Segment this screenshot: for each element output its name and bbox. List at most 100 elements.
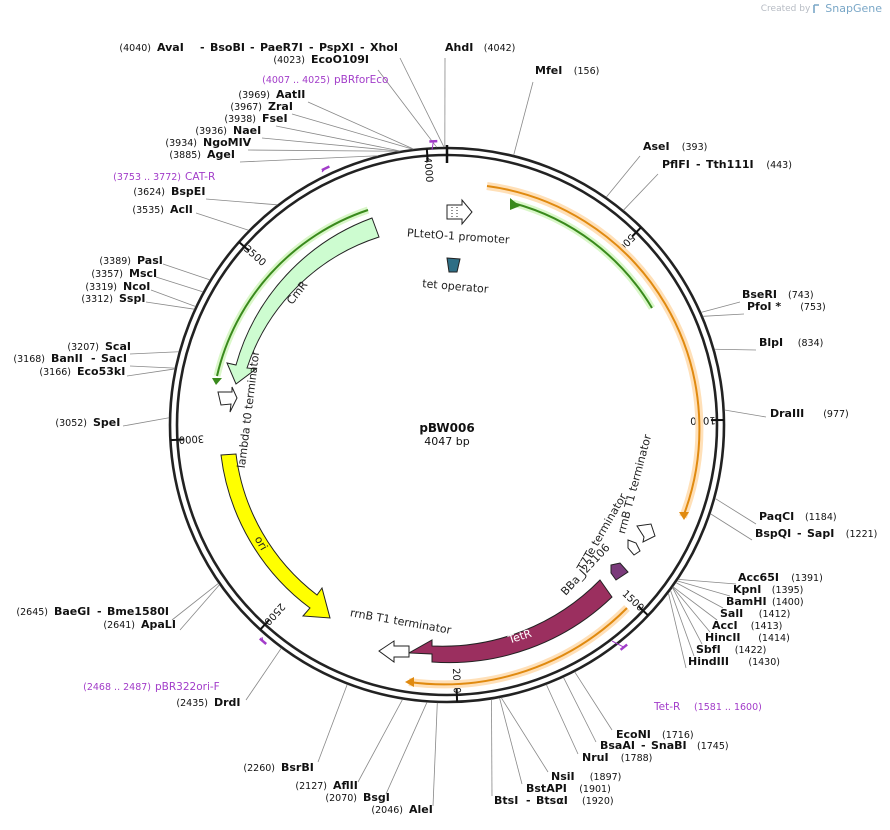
- site-leader-line: [245, 647, 282, 701]
- site-leader-line: [179, 584, 220, 631]
- site-leader-line: [546, 684, 579, 755]
- site-name: HincII: [705, 631, 741, 644]
- site-label: -Tth111I(443): [696, 158, 792, 171]
- site-label: NaeI(3936): [195, 124, 261, 137]
- site-position: (2046): [371, 805, 403, 816]
- site-separator: -: [641, 739, 646, 752]
- site-label: PfoI *(753): [747, 300, 826, 313]
- site-leader-line: [275, 125, 401, 152]
- site-leader-line: [672, 586, 711, 633]
- feature-rrnb-t1-right: rrnB T1 terminator: [615, 433, 656, 543]
- site-name: AccI: [712, 619, 738, 632]
- site-label: Eco53kI(3166): [39, 365, 125, 378]
- site-leader-line: [377, 69, 437, 148]
- site-label: AatII (3969): [238, 88, 305, 101]
- site-name: AvaI: [157, 41, 184, 54]
- site-position: (1400): [772, 597, 804, 608]
- site-leader-line: [677, 580, 731, 597]
- site-name: SnaBI: [651, 739, 687, 752]
- site-name: SspI: [119, 292, 145, 305]
- orf-tracks: [212, 182, 704, 689]
- orf-right-line: [486, 185, 701, 518]
- orf-top-arrowhead: [510, 198, 520, 210]
- site-position: (1395): [772, 585, 804, 596]
- site-leader-line: [291, 113, 413, 150]
- site-leader-line: [307, 101, 414, 150]
- site-name: BsaAI: [600, 739, 635, 752]
- site-position: (3938): [224, 114, 256, 125]
- site-label: SbfI(1422): [696, 643, 766, 656]
- site-leader-line: [129, 351, 179, 355]
- site-leader-line: [145, 301, 195, 310]
- site-label: -BsoBI: [200, 41, 245, 54]
- feature-tetr-arrow: [407, 579, 613, 664]
- site-position: (1184): [805, 512, 837, 523]
- pltet-promoter-icon: [446, 198, 473, 226]
- site-leader-line: [672, 587, 703, 645]
- site-name: BsoBI: [210, 41, 245, 54]
- site-leader-line: [399, 57, 445, 148]
- site-label: FseI (3938): [224, 112, 287, 125]
- site-separator: -: [200, 41, 205, 54]
- tick-label: 4000: [421, 157, 434, 183]
- site-name: DraIII: [770, 407, 804, 420]
- site-name: KpnI: [733, 583, 761, 596]
- site-position: (3969): [238, 90, 270, 101]
- site-leader-line: [500, 697, 549, 773]
- site-name: AgeI: [207, 148, 235, 161]
- site-leader-line: [623, 173, 659, 211]
- site-position: (1412): [759, 609, 791, 620]
- site-label: BtsI: [494, 794, 518, 807]
- site-leader-line: [317, 684, 348, 763]
- site-position: (3535): [132, 205, 164, 216]
- site-label: PasI(3389): [99, 254, 162, 267]
- site-position: (4042): [484, 43, 516, 54]
- primer-labels: (4007 .. 4025)pBRforEco(3753 .. 3772)CAT…: [83, 74, 762, 713]
- site-leader-line: [678, 578, 737, 585]
- site-name: SapI: [807, 527, 834, 540]
- site-separator: -: [250, 41, 255, 54]
- site-label: -SapI(1221): [797, 527, 877, 540]
- site-labels: AvaI(4040)-BsoBI-PaeR7I-PspXI-XhoIEcoO10…: [13, 41, 877, 816]
- tick-mark: [238, 241, 250, 252]
- site-label: -PspXI: [309, 41, 354, 54]
- site-name: AflII: [333, 779, 358, 792]
- site-name: NaeI: [233, 124, 261, 137]
- site-label: BseRI(743): [742, 288, 814, 301]
- site-label: -SacI: [91, 352, 127, 365]
- site-leader-line: [605, 155, 641, 198]
- orf-cmr-arrowhead: [212, 378, 222, 385]
- site-name: SpeI: [93, 416, 120, 429]
- site-separator: -: [97, 605, 102, 618]
- site-name: AatII: [276, 88, 305, 101]
- site-label: ZraI(3967): [230, 100, 293, 113]
- plasmid-size: 4047 bp: [424, 435, 469, 448]
- site-label: BamHI(1400): [726, 595, 804, 608]
- site-label: DrdI(2435): [176, 696, 240, 709]
- rrnb-t1-bottom-icon: [378, 640, 410, 663]
- site-position: (1430): [748, 657, 780, 668]
- site-label: BspEI(3624): [133, 185, 205, 198]
- site-name: ApaLI: [141, 618, 176, 631]
- primer-name: pBR322ori-F: [155, 681, 220, 693]
- site-label: -XhoI: [360, 41, 398, 54]
- site-name: BspQI: [755, 527, 791, 540]
- credit-prefix: Created by: [760, 3, 811, 14]
- site-label: MfeI(156): [535, 64, 599, 77]
- site-name: MfeI: [535, 64, 562, 77]
- site-label: AseI(393): [643, 140, 707, 153]
- site-position: (3166): [39, 367, 71, 378]
- site-leader-line: [668, 593, 687, 669]
- site-leader-line: [491, 699, 493, 797]
- rrnb-t1-right-icon: [636, 523, 656, 543]
- tick-mark: [170, 438, 184, 442]
- site-label: Acc65I(1391): [738, 571, 823, 584]
- snapgene-credit: Created by SnapGene: [761, 2, 882, 15]
- site-label: AleI(2046): [371, 803, 432, 816]
- site-name: EcoNI: [616, 728, 651, 741]
- site-name: FseI: [262, 112, 288, 125]
- site-name: SalI: [720, 607, 743, 620]
- site-name: NgoMIV: [203, 136, 252, 149]
- site-label: HincII(1414): [705, 631, 790, 644]
- site-name: PspXI: [319, 41, 354, 54]
